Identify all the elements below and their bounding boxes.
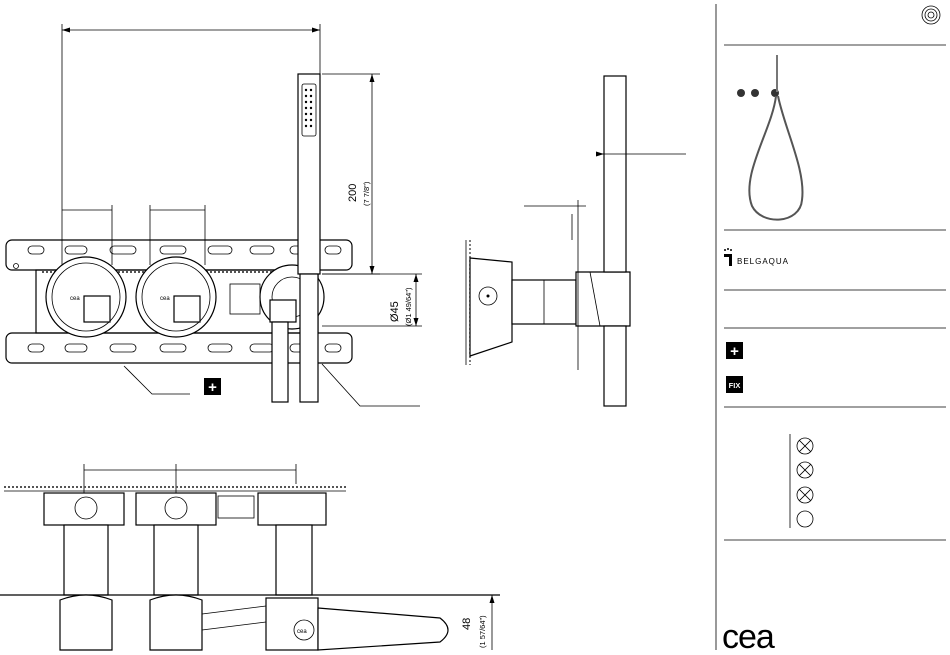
height-dim-in: (7 7/8"): [362, 181, 371, 206]
info-column: BELGAQUA + FIX: [716, 4, 946, 655]
diameter-dim-mm: Ø45: [389, 301, 401, 322]
plus-icon-glyph: +: [730, 343, 739, 360]
diameter-dim-in: (Ø1 49/64"): [404, 287, 413, 326]
height-dim-mm: 200: [347, 184, 359, 202]
depth-dim-mm: 48: [461, 618, 473, 630]
side-view: [466, 76, 686, 406]
fix-icon-label: FIX: [729, 381, 741, 390]
product-thumbnail: [737, 55, 803, 220]
knob-mark-left: cea: [70, 296, 80, 302]
brand-supplier: BELGAQUA: [737, 257, 789, 266]
front-view: cea cea 200 (7 7/8"): [6, 24, 422, 406]
crossed-circle-icon: [797, 487, 813, 503]
plan-view: cea 48 (1 57/64"): [0, 464, 500, 650]
crossed-circle-icon: [797, 462, 813, 478]
belgaqua-logo: BELGAQUA: [724, 248, 789, 266]
plus-badge-glyph: +: [208, 379, 217, 396]
flow-symbols: [790, 434, 813, 528]
target-icon: [922, 6, 940, 24]
knob-mark-plan: cea: [297, 629, 307, 635]
cea-logo: cea: [722, 618, 775, 655]
depth-dim-in: (1 57/64"): [478, 615, 487, 648]
knob-mark-middle: cea: [160, 296, 170, 302]
crossed-circle-icon: [797, 438, 813, 454]
open-circle-icon: [797, 511, 813, 527]
